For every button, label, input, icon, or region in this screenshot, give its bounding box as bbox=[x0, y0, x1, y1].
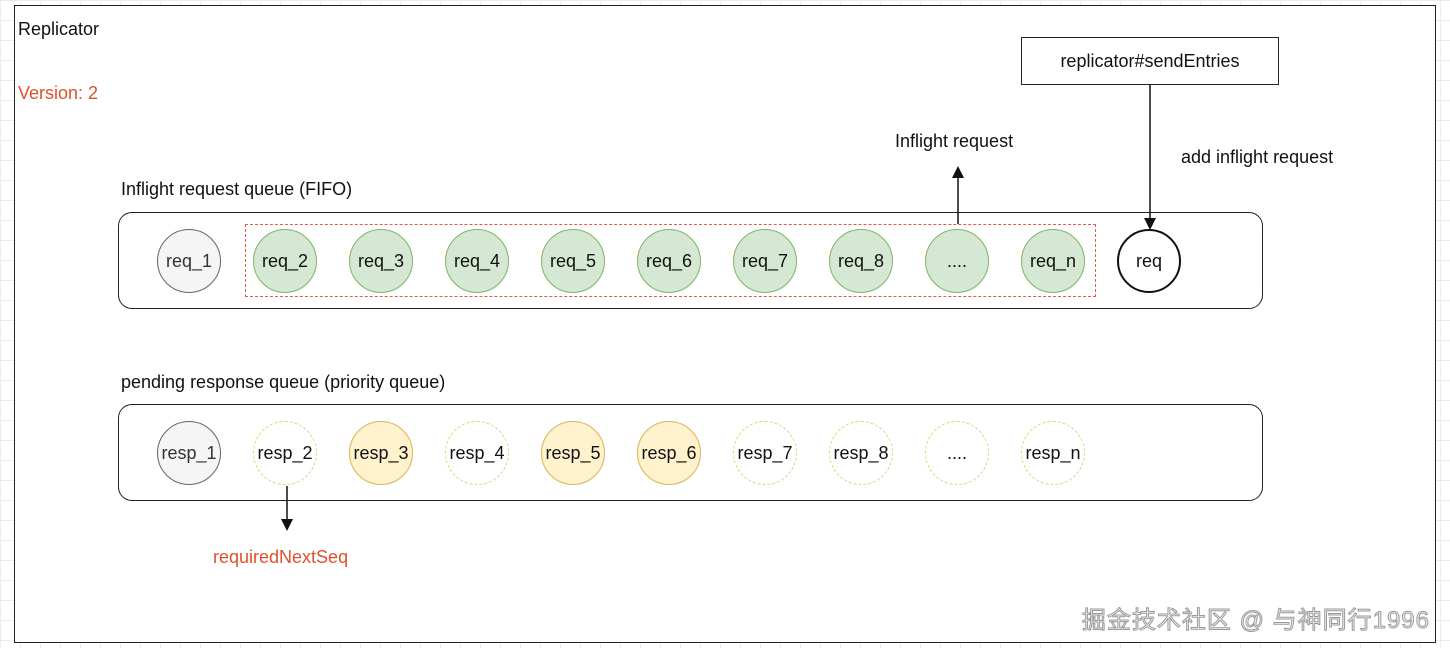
queue-item-req-3: req_3 bbox=[349, 229, 413, 293]
add-inflight-request-label: add inflight request bbox=[1181, 147, 1334, 167]
queue-item-resp-7: resp_7 bbox=[733, 421, 797, 485]
queue-item-resp-ellipsis: .... bbox=[925, 421, 989, 485]
queue-item-req-2: req_2 bbox=[253, 229, 317, 293]
inflight-request-label: Inflight request bbox=[895, 131, 1014, 151]
send-entries-method-box: replicator#sendEntries bbox=[1021, 37, 1279, 85]
version-label: Version: 2 bbox=[18, 83, 99, 103]
queue-item-req-8: req_8 bbox=[829, 229, 893, 293]
queue-item-req-5: req_5 bbox=[541, 229, 605, 293]
inflight-queue-label: Inflight request queue (FIFO) bbox=[121, 179, 353, 199]
queue-item-resp-4: resp_4 bbox=[445, 421, 509, 485]
queue-item-req-1: req_1 bbox=[157, 229, 221, 293]
queue-item-new-req: req bbox=[1117, 229, 1181, 293]
queue-item-req-7: req_7 bbox=[733, 229, 797, 293]
queue-item-resp-3: resp_3 bbox=[349, 421, 413, 485]
diagram-title: Replicator bbox=[18, 19, 100, 39]
inflight-dashed-region bbox=[245, 224, 1096, 297]
pending-queue-label: pending response queue (priority queue) bbox=[121, 372, 446, 392]
site-watermark: 掘金技术社区 @ 与神同行1996 bbox=[1081, 607, 1430, 635]
required-next-seq-label: requiredNextSeq bbox=[213, 547, 349, 567]
queue-item-resp-8: resp_8 bbox=[829, 421, 893, 485]
queue-item-req-6: req_6 bbox=[637, 229, 701, 293]
queue-item-resp-6: resp_6 bbox=[637, 421, 701, 485]
queue-item-resp-2: resp_2 bbox=[253, 421, 317, 485]
replicator-frame bbox=[14, 5, 1436, 643]
queue-item-req-ellipsis: .... bbox=[925, 229, 989, 293]
queue-item-req-n: req_n bbox=[1021, 229, 1085, 293]
queue-item-resp-5: resp_5 bbox=[541, 421, 605, 485]
queue-item-resp-n: resp_n bbox=[1021, 421, 1085, 485]
queue-item-req-4: req_4 bbox=[445, 229, 509, 293]
queue-item-resp-1: resp_1 bbox=[157, 421, 221, 485]
